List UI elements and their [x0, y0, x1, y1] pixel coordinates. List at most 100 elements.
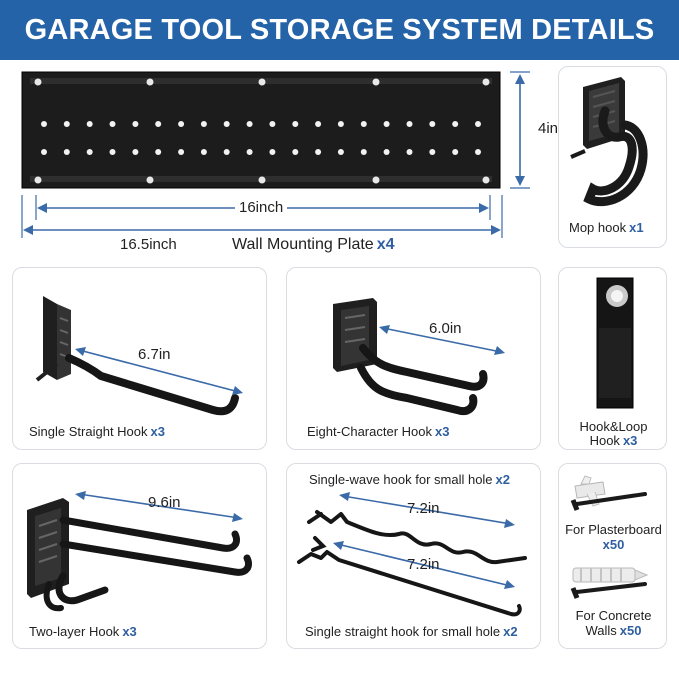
plate-mount-hole: [146, 176, 154, 184]
plate-hole: [246, 149, 253, 155]
plate-label-text: Wall Mounting Plate: [232, 236, 374, 253]
plate-hole: [41, 149, 47, 155]
anchors-drawing: [570, 475, 649, 599]
plate-mount-hole: [372, 176, 380, 184]
plate-hole: [292, 121, 299, 127]
plate-mount-hole: [146, 78, 154, 86]
small-hole-hooks-drawing: [297, 492, 527, 617]
page-title: GARAGE TOOL STORAGE SYSTEM DETAILS: [0, 0, 679, 60]
hook-loop-label-line2: Hook: [589, 433, 620, 448]
plate-hole: [109, 149, 116, 155]
plate-mount-hole: [482, 78, 490, 86]
plate-hole: [178, 149, 185, 155]
two-layer-label-text: Two-layer Hook: [29, 624, 120, 639]
straight-small-hook-length: 7.2in: [407, 556, 440, 573]
plate-mount-hole: [372, 78, 380, 86]
two-layer-hook-drawing: [27, 491, 252, 612]
plate-hole: [178, 121, 185, 127]
concrete-qty: x50: [619, 623, 642, 638]
plate-hole: [200, 121, 207, 127]
plate-hole: [360, 149, 367, 155]
plasterboard-label: For Plasterboard x50: [559, 522, 668, 552]
plate-mount-hole: [258, 78, 266, 86]
eight-character-label-text: Eight-Character Hook: [307, 424, 432, 439]
plate-inner-width-label: 16inch: [235, 199, 288, 216]
eight-character-qty: x3: [435, 424, 450, 439]
plate-hole: [452, 121, 459, 127]
wave-hook-label-text: Single-wave hook for small hole: [309, 472, 493, 487]
hook-loop-qty: x3: [622, 433, 638, 448]
plate-hole: [315, 149, 322, 155]
plate-hole: [315, 121, 322, 127]
single-straight-qty: x3: [150, 424, 165, 439]
plate-hole: [269, 149, 276, 155]
plate-hole: [109, 121, 116, 127]
hook-loop-label-line1: Hook&Loop: [579, 419, 648, 434]
plate-height-label: 4in: [538, 120, 559, 137]
plate-hole: [41, 121, 47, 127]
plate-hole: [292, 149, 299, 155]
plate-hole: [63, 121, 70, 127]
plate-hole: [337, 149, 344, 155]
mop-hook-label-text: Mop hook: [569, 220, 627, 235]
two-layer-length: 9.6in: [148, 494, 181, 511]
wave-hook-length: 7.2in: [407, 500, 440, 517]
straight-small-hook-qty: x2: [503, 624, 518, 639]
plasterboard-qty: x50: [602, 537, 625, 552]
eight-character-length: 6.0in: [429, 320, 462, 337]
plate-hole: [429, 121, 436, 127]
plate-mount-hole: [34, 176, 42, 184]
straight-small-hook-label-text: Single straight hook for small hole: [305, 624, 501, 639]
hook-loop-drawing: [596, 277, 634, 409]
plate-outer-width-label: 16.5inch: [120, 236, 177, 253]
two-layer-qty: x3: [122, 624, 137, 639]
plate-hole: [132, 121, 139, 127]
plate-hole: [86, 149, 93, 155]
plate-hole: [269, 121, 276, 127]
plate-hole: [155, 149, 162, 155]
plate-hole: [223, 149, 230, 155]
plate-hole: [475, 149, 481, 155]
plate-hole: [63, 149, 70, 155]
plate-hole: [200, 149, 207, 155]
single-straight-hook-drawing: [35, 296, 243, 416]
plate-hole: [406, 149, 413, 155]
single-straight-label-text: Single Straight Hook: [29, 424, 148, 439]
plate-hole: [360, 121, 367, 127]
mop-hook-qty: x1: [629, 220, 644, 235]
plate-hole: [337, 121, 344, 127]
plate-mount-hole: [258, 176, 266, 184]
plate-hole: [383, 149, 390, 155]
concrete-label-line2: Walls: [585, 623, 617, 638]
wave-hook-qty: x2: [495, 472, 511, 487]
plasterboard-label-text: For Plasterboard: [565, 522, 662, 537]
plate-hole: [429, 149, 436, 155]
plate-hole: [452, 149, 459, 155]
mop-hook-drawing: [570, 77, 648, 207]
single-straight-length: 6.7in: [138, 346, 171, 363]
plate-mount-hole: [34, 78, 42, 86]
plate-hole: [406, 121, 413, 127]
plate-hole: [475, 121, 481, 127]
plate-hole: [383, 121, 390, 127]
concrete-label-line1: For Concrete: [575, 608, 652, 623]
plate-hole: [86, 121, 93, 127]
plate-hole: [132, 149, 139, 155]
